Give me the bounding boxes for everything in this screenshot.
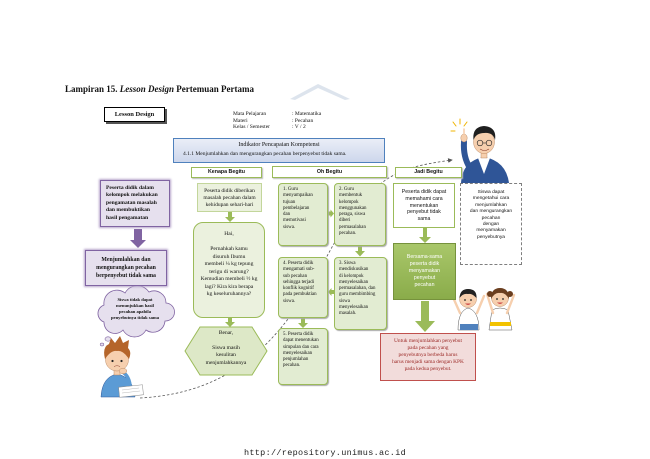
teacher-illustration <box>450 118 509 183</box>
arrow-down-icon <box>130 229 146 248</box>
boy-kid-hair <box>459 289 477 298</box>
conclusion-box: Untuk menjumlahkan penyebut pada pecahan… <box>380 333 476 381</box>
step-4-box: 4. Peserta didik mengamati sub- sub peca… <box>278 257 328 318</box>
children-jumping-illustration <box>450 288 516 331</box>
teacher-arm <box>460 139 473 171</box>
girl-kid-mouth <box>497 302 503 304</box>
arrow-down-icon <box>225 212 235 222</box>
arrow-down-icon <box>225 318 235 327</box>
indicator-title: Indikator Pencapaian Kompetensi <box>238 142 320 148</box>
boy-kid-mouth <box>465 303 471 305</box>
boy-hand <box>118 368 127 375</box>
boy-eye-left <box>111 359 114 363</box>
info-row-class: Kelas / Semester : V / 2 <box>233 124 321 131</box>
girl-kid-hair <box>491 288 509 299</box>
indicator-text: 4.1.1 Menjumlahkan dan mengurangkan peca… <box>183 151 347 157</box>
thought-bubble-small <box>99 342 105 347</box>
teacher-shirt <box>478 158 490 174</box>
topic-box: Menjumlahkan dan mengurangkan pecahan be… <box>85 250 167 286</box>
learning-goal-box: Siswa dapat mengetahui cara menjumlahkan… <box>460 183 522 265</box>
step-5-box: 5. Peserta didik dapat menentukan simpul… <box>278 328 328 385</box>
info-label: Kelas / Semester <box>233 124 270 131</box>
step-1-box: 1. Guru menyampaikan tujuan pembelajaran… <box>278 183 328 246</box>
info-value: : V / 2 <box>292 124 306 131</box>
page-heading: Lampiran 15. Lesson Design Pertemuan Per… <box>65 84 254 94</box>
boy-hair <box>104 336 131 359</box>
lesson-design-badge: Lesson Design <box>104 107 165 122</box>
question-bubble: Hai, Pernahkah kamu disuruh Ibumu membel… <box>193 222 265 318</box>
understanding-box: Peserta didik dapat memahami cara menent… <box>393 183 455 228</box>
info-value: : Pecahan <box>292 117 314 124</box>
lesson-info: Mata Pelajaran : Matematika Materi : Pecah… <box>233 111 321 131</box>
info-label: Materi <box>233 117 248 124</box>
info-row-material: Materi : Pecahan <box>233 118 321 125</box>
girl-kid-eye-right <box>502 298 504 300</box>
teacher-smile <box>479 148 490 151</box>
response-hexagon-text: Benar, Siswa masih kesulitan menjumlahka… <box>205 330 247 366</box>
girl-kid-pigtail-left <box>487 291 493 297</box>
idea-spark-icon <box>450 118 468 132</box>
boy-kid-eye-left <box>464 299 466 301</box>
arrow-left-icon <box>328 288 334 296</box>
arrow-down-icon <box>419 228 431 243</box>
repository-logo-watermark <box>290 84 350 100</box>
boy-kid-shorts <box>460 324 478 330</box>
boy-paper-lines <box>121 387 141 394</box>
info-row-subject: Mata Pelajaran : Matematika <box>233 111 321 118</box>
heading-emphasis: Lesson Design <box>119 84 175 94</box>
heading-prefix: Lampiran 15. <box>65 84 120 94</box>
info-label: Mata Pelajaran <box>233 111 267 117</box>
heading-suffix: Pertemuan Pertama <box>174 84 254 94</box>
response-hexagon <box>184 326 268 376</box>
boy-mouth <box>113 365 121 367</box>
arrow-down-icon <box>415 301 435 332</box>
arrow-down-icon <box>355 246 365 257</box>
boy-eye-right <box>120 359 123 363</box>
boy-thinking-illustration <box>100 336 144 398</box>
info-value: : Matematika <box>292 111 322 117</box>
arrow-down-icon <box>298 318 308 328</box>
step-2-box: 2. Guru membentuk kelompok menggunakan p… <box>334 183 386 246</box>
thought-bubble-large <box>104 336 112 342</box>
girl-kid-dress-band <box>490 322 511 326</box>
step-3-box: 3. Siswa mendiskusikan di kelompok menye… <box>334 257 387 330</box>
girl-kid-eye-left <box>496 298 498 300</box>
phase-header-jadi-begitu: Jadi Begitu <box>395 167 462 178</box>
repository-footer-url: http://repository.unimus.ac.id <box>243 448 407 458</box>
thought-cloud <box>97 285 175 338</box>
phase-header-kenapa-begitu: Kenapa Begitu <box>191 167 262 178</box>
competency-indicator-box: Indikator Pencapaian Kompetensi 4.1.1 Me… <box>173 138 385 163</box>
boy-paper <box>118 384 144 398</box>
phase-header-oh-begitu: Oh Begitu <box>272 166 387 178</box>
together-box: Bersama-sama peserta didik menyamakan pe… <box>393 243 456 300</box>
teacher-hair <box>473 126 496 140</box>
boy-kid-eye-right <box>470 299 472 301</box>
girl-kid-pigtail-right <box>507 291 513 297</box>
problem-statement-box: Peserta didik diberikan masalah pecahan … <box>197 183 262 212</box>
girl-kid-arms <box>485 292 516 315</box>
arrow-right-icon <box>328 209 334 218</box>
observation-box: Peserta didik dalam kelompok melakukan p… <box>100 180 170 227</box>
teacher-hand <box>460 133 468 143</box>
thought-cloud-text: Siswa tidak dapat menunjukkan hasil peca… <box>111 297 159 321</box>
